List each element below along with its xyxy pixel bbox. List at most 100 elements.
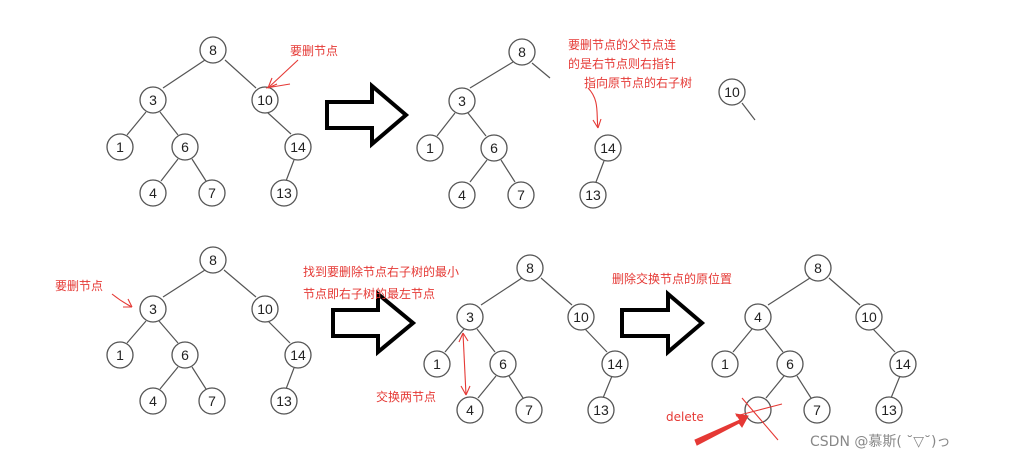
svg-text:8: 8 [814,260,822,276]
svg-text:6: 6 [181,139,189,155]
tree-node: 7 [507,181,535,209]
tree-node: 10 [251,295,279,323]
tree-node: 3 [139,86,167,114]
annotation-parent-link-line1: 要删节点的父节点连 [568,37,676,52]
tree-node: 6 [489,350,517,378]
tree-node: 1 [423,350,451,378]
svg-text:4: 4 [149,393,157,409]
red-solid-arrow [694,413,749,446]
svg-text:13: 13 [881,402,897,418]
red-pointer-arrow [111,293,133,308]
svg-text:8: 8 [209,42,217,58]
red-curved-arrow [587,87,599,129]
tree-node: 6 [776,350,804,378]
red-cross-mark [735,397,783,441]
svg-text:14: 14 [607,356,623,372]
tree-node: 8 [516,254,544,282]
tree-node: 13 [587,396,615,424]
big-arrow-right [331,289,417,357]
tree-node: 8 [804,254,832,282]
tree-node: 4 [139,179,167,207]
tree-node: 13 [270,179,298,207]
svg-text:10: 10 [861,309,877,325]
tree-node: 10 [855,303,883,331]
tree-1: 8 3 10 1 6 14 4 7 13 [106,36,312,207]
tree-node: 7 [515,396,543,424]
tree-node: 6 [171,133,199,161]
svg-text:7: 7 [517,187,525,203]
red-arrowhead [592,118,602,129]
svg-text:7: 7 [208,393,216,409]
tree-node: 14 [601,350,629,378]
svg-text:13: 13 [276,185,292,201]
svg-text:7: 7 [813,402,821,418]
tree-node: 13 [875,396,903,424]
annotation-delete-original: 删除交换节点的原位置 [612,271,732,286]
svg-text:3: 3 [466,309,474,325]
tree-node: 10 [251,86,279,114]
tree-node: 3 [456,303,484,331]
svg-text:1: 1 [116,139,124,155]
tree-node: 4 [448,181,476,209]
annotation-delete-node: 要删节点 [290,44,338,58]
svg-text:1: 1 [116,347,124,363]
tree-node: 6 [480,134,508,162]
annotation-parent-link-line3: 指向原节点的右子树 [584,75,692,90]
svg-text:1: 1 [433,356,441,372]
tree-node: 7 [803,396,831,424]
annotation-parent-link-line2: 的是右节点则右指针 [568,56,676,71]
tree-node: 7 [198,179,226,207]
svg-text:14: 14 [290,347,306,363]
svg-text:3: 3 [458,93,466,109]
svg-text:8: 8 [518,44,526,60]
tree-node: 8 [508,38,536,66]
annotation-delete: delete [666,410,704,424]
tree-node: 4 [456,396,484,424]
big-arrow-right [325,81,410,149]
tree-node: 6 [171,341,199,369]
svg-text:1: 1 [426,140,434,156]
annotation-swap-nodes: 交换两节点 [376,389,436,404]
svg-text:14: 14 [895,356,911,372]
red-arrowhead [265,77,291,89]
tree-node: 7 [198,387,226,415]
tree-node: 13 [579,181,607,209]
annotation-delete-node: 要删节点 [55,279,103,293]
big-arrow-right [620,289,706,357]
tree-3: 8 3 10 1 6 14 4 7 13 [106,246,312,415]
red-pointer-arrow [267,59,299,89]
svg-text:1: 1 [721,356,729,372]
svg-text:14: 14 [290,139,306,155]
svg-text:6: 6 [499,356,507,372]
svg-text:7: 7 [208,185,216,201]
tree-node: 8 [199,36,227,64]
tree-node: 1 [711,350,739,378]
red-arrowhead [123,298,133,308]
tree-node: 14 [594,134,622,162]
tree-node: 1 [106,133,134,161]
svg-text:3: 3 [149,92,157,108]
tree-node: 3 [448,87,476,115]
tree-node: 13 [270,387,298,415]
annotation-find-min-line1: 找到要删除节点右子树的最小 [303,264,459,279]
tree-node-replaced: 4 [744,303,772,331]
svg-text:6: 6 [490,140,498,156]
tree-2: 8 3 1 6 14 4 7 13 10 [416,38,756,209]
tree-node: 1 [416,134,444,162]
tree-node: 1 [106,341,134,369]
svg-text:10: 10 [257,301,273,317]
svg-text:10: 10 [573,309,589,325]
svg-text:14: 14 [600,140,616,156]
tree-node: 3 [139,295,167,323]
tree-node: 14 [284,341,312,369]
svg-text:8: 8 [209,252,217,268]
svg-text:13: 13 [585,187,601,203]
tree-5: 8 4 10 1 6 14 7 13 [711,254,917,424]
tree-4: 8 3 10 1 6 14 4 7 13 [423,254,629,424]
svg-text:10: 10 [257,92,273,108]
svg-text:10: 10 [724,84,740,100]
svg-text:4: 4 [754,309,762,325]
svg-text:4: 4 [458,187,466,203]
tree-node: 4 [139,387,167,415]
